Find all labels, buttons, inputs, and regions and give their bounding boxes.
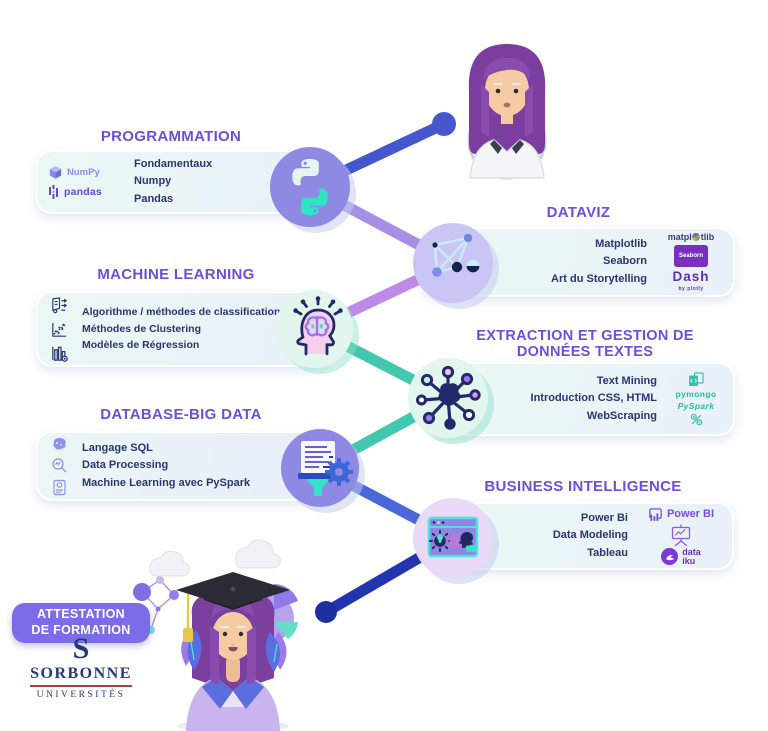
path-end-dot xyxy=(315,601,337,623)
section-title-programmation: PROGRAMMATION xyxy=(100,128,242,145)
numpy-cube-icon xyxy=(49,165,62,179)
list-item: Data Processing xyxy=(82,459,169,472)
presentation-board-icon xyxy=(671,524,691,546)
programmation-logos: NumPy pandas xyxy=(48,165,120,199)
webscraping-icon xyxy=(690,413,702,426)
numpy-logo-text: NumPy xyxy=(67,167,100,178)
list-item: Pandas xyxy=(134,192,174,205)
molecule-hub-icon xyxy=(416,365,481,430)
list-item: Matplotlib xyxy=(595,237,647,250)
extraction-items: Text Mining Introduction CSS, HTML WebSc… xyxy=(520,373,657,426)
section-title-dataviz: DATAVIZ xyxy=(546,204,611,221)
section-title-database: DATABASE-BIG DATA xyxy=(100,406,262,423)
matplotlib-logo-text: tlib xyxy=(700,231,715,242)
pandas-logo-text: pandas xyxy=(64,186,102,198)
section-title-extraction: EXTRACTION ET GESTION DE DONNÉES TEXTES xyxy=(476,328,694,360)
ml-icons xyxy=(46,296,72,363)
list-item: Modèles de Régression xyxy=(82,339,200,352)
browser-window-icon xyxy=(427,516,479,558)
badge-line1: ATTESTATION xyxy=(36,607,125,622)
list-item: Algorithme / méthodes de classification xyxy=(82,305,281,318)
pandas-bars-icon xyxy=(49,185,58,199)
sorbonne-name: SORBONNE xyxy=(30,665,132,687)
constellation-graphic xyxy=(133,576,179,634)
node-ai-brain xyxy=(275,290,353,368)
regression-icon xyxy=(51,346,68,362)
css-html-icon xyxy=(689,372,704,386)
server-icon xyxy=(52,479,66,496)
data-processing-icon xyxy=(51,458,66,473)
ml-items: Algorithme / méthodes de classification … xyxy=(82,304,280,354)
list-item: Langage SQL xyxy=(82,441,153,454)
list-item: Tableau xyxy=(587,546,628,559)
dash-byplotly-text: by plotly xyxy=(678,286,704,293)
badge-line2: DE FORMATION xyxy=(31,623,131,637)
python-icon xyxy=(292,159,328,215)
pyspark-logo: PySpark xyxy=(677,401,715,411)
classification-icon xyxy=(51,296,67,313)
seaborn-logo: Seaborn xyxy=(674,244,708,267)
section-title-bi: BUSINESS INTELLIGENCE xyxy=(484,478,682,495)
sorbonne-logo: S SORBONNE UNIVERSITÉS xyxy=(22,634,140,700)
pymongo-logo: pymongo xyxy=(675,389,717,399)
matplotlib-logo-text: matpl xyxy=(667,231,692,242)
graduate-woman-scene xyxy=(133,539,298,731)
path-start-dot xyxy=(432,112,456,136)
list-item: Power Bi xyxy=(580,511,628,524)
matplotlib-logo: matpl tlib xyxy=(668,232,715,242)
powerbi-icon xyxy=(649,507,662,521)
numpy-logo: NumPy xyxy=(48,165,100,180)
graduate-figure xyxy=(176,572,290,731)
extraction-logos: pymongo PySpark xyxy=(669,372,723,426)
dataviz-items: Matplotlib Seaborn Art du Storytelling xyxy=(512,236,647,289)
database-icons xyxy=(46,436,72,496)
list-item: Seaborn xyxy=(602,255,647,268)
node-python xyxy=(270,147,350,227)
sorbonne-monogram: S xyxy=(72,632,90,665)
document-funnel-gear-icon xyxy=(298,441,353,496)
list-item: Fondamentaux xyxy=(134,157,213,170)
list-item: WebScraping xyxy=(586,409,657,422)
matplotlib-o-icon xyxy=(692,232,701,241)
dataviz-logos: matpl tlib Seaborn Dash by plotly xyxy=(659,232,723,293)
sorbonne-subtitle: UNIVERSITÉS xyxy=(36,690,126,700)
node-data-funnel xyxy=(281,429,359,507)
pandas-logo: pandas xyxy=(48,185,102,199)
dash-logo: Dash xyxy=(672,268,710,284)
powerbi-logo-text: Power BI xyxy=(666,508,715,520)
bi-items: Power Bi Data Modeling Tableau xyxy=(522,510,628,563)
gear-glyph xyxy=(446,533,462,549)
dataiku-text-bottom: iku xyxy=(682,555,696,566)
head-briefcase-glyph xyxy=(458,532,476,552)
section-title-machine-learning: MACHINE LEARNING xyxy=(97,266,255,283)
list-item: Text Mining xyxy=(596,374,657,387)
powerbi-logo: Power BI xyxy=(648,507,714,522)
network-graph-icon xyxy=(432,233,480,277)
attestation-badge: ATTESTATION DE FORMATION xyxy=(12,603,150,643)
dataiku-text-top: data xyxy=(682,546,701,557)
list-item: Data Modeling xyxy=(552,529,628,542)
database-items: Langage SQL Data Processing Machine Lear… xyxy=(82,440,250,493)
data-splash-icon xyxy=(53,437,66,450)
list-item: Introduction CSS, HTML xyxy=(530,392,657,405)
list-item: Machine Learning avec PySpark xyxy=(82,476,251,489)
dataiku-bird-icon xyxy=(661,548,679,565)
list-item: Art du Storytelling xyxy=(551,272,647,285)
head-brain-icon xyxy=(293,296,343,356)
bulb-gear-glyph xyxy=(429,530,451,552)
list-item: Méthodes de Clustering xyxy=(82,322,202,335)
clustering-icon xyxy=(51,322,66,337)
list-item: Numpy xyxy=(134,175,172,188)
node-network-graph xyxy=(413,223,493,303)
card-database: Langage SQL Data Processing Machine Lear… xyxy=(36,431,328,501)
programmation-items: Fondamentaux Numpy Pandas xyxy=(134,156,212,209)
node-bi-window xyxy=(413,498,493,578)
avatar-woman xyxy=(467,44,547,180)
cloud-icon xyxy=(149,539,281,577)
node-text-molecule xyxy=(408,358,488,438)
